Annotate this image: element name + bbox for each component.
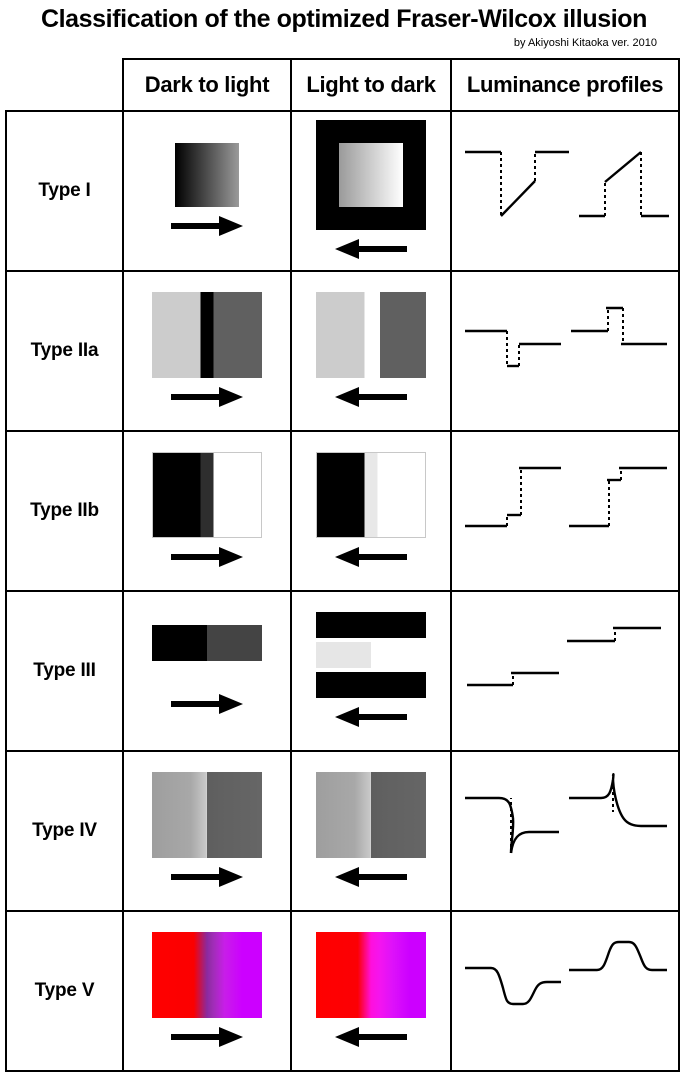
column-header-light-to-dark: Light to dark: [290, 58, 452, 112]
arrow-left-icon: [335, 1027, 407, 1047]
row-label-type-v: Type V: [5, 910, 124, 1072]
figure-lightgray-black-stripe-darkgray: [152, 292, 262, 378]
row-label-type-iv: Type IV: [5, 750, 124, 912]
cell-type-iv-profiles: [450, 750, 680, 912]
cell-type-i-profiles: [450, 110, 680, 272]
luminance-profile-type-i: [465, 150, 669, 218]
classification-table: Dark to light Light to dark Luminance pr…: [5, 58, 680, 1072]
figure-bottom-black-bar: [316, 672, 426, 698]
arrow-right-icon: [171, 216, 243, 236]
row-label-type-i: Type I: [5, 110, 124, 272]
title-block: Classification of the optimized Fraser-W…: [0, 0, 688, 49]
cell-type-iii-profiles: [450, 590, 680, 752]
byline: by Akiyoshi Kitaoka ver. 2010: [513, 37, 657, 49]
arrow-left-icon: [335, 547, 407, 567]
table-header-row: Dark to light Light to dark Luminance pr…: [6, 58, 680, 112]
table-row-type-iia: Type IIa: [5, 270, 680, 432]
table-row-type-iib: Type IIb: [5, 430, 680, 592]
cell-type-iii-light-to-dark: [290, 590, 452, 752]
arrow-right-icon: [171, 1027, 243, 1047]
figure-red-to-magenta-dark-transition: [152, 932, 262, 1018]
table-row-type-iii: Type III: [5, 590, 680, 752]
cell-type-v-light-to-dark: [290, 910, 452, 1072]
cell-type-iib-light-to-dark: [290, 430, 452, 592]
figure-black-darkgray-stripe-white: [152, 452, 262, 538]
cell-type-iib-dark-to-light: [122, 430, 292, 592]
figure-square-gradient-black-to-gray: [175, 143, 239, 207]
page-title: Classification of the optimized Fraser-W…: [40, 5, 648, 33]
row-label-type-iib: Type IIb: [5, 430, 124, 592]
luminance-profile-type-v: [465, 940, 667, 1006]
cell-type-iv-light-to-dark: [290, 750, 452, 912]
header-corner-blank: [6, 59, 123, 111]
cell-type-v-dark-to-light: [122, 910, 292, 1072]
cell-type-iib-profiles: [450, 430, 680, 592]
figure-gray-ramp-sharp-edge-dark: [316, 772, 426, 858]
cell-type-v-profiles: [450, 910, 680, 1072]
arrow-left-icon: [335, 239, 407, 259]
luminance-profile-type-iia: [465, 306, 667, 368]
arrow-right-icon: [171, 387, 243, 407]
cell-type-iia-light-to-dark: [290, 270, 452, 432]
figure-middle-white-row: [316, 642, 426, 668]
cell-type-i-light-to-dark: [290, 110, 452, 272]
figure-red-to-magenta-bright-transition: [316, 932, 426, 1018]
cell-type-iv-dark-to-light: [122, 750, 292, 912]
figure-lightgray-white-gap-darkgray: [316, 292, 426, 378]
figure-three-stacked-bars: [316, 612, 426, 698]
figure-lightgray-halfbar: [316, 642, 371, 668]
cell-type-i-dark-to-light: [122, 110, 292, 272]
arrow-left-icon: [335, 387, 407, 407]
arrow-left-icon: [335, 707, 407, 727]
column-header-luminance-profiles: Luminance profiles: [450, 58, 680, 112]
figure-gray-ramp-sharp-edge-dark: [152, 772, 262, 858]
table-row-type-i: Type I: [5, 110, 680, 272]
arrow-right-icon: [171, 694, 243, 714]
arrow-right-icon: [171, 547, 243, 567]
row-label-type-iia: Type IIa: [5, 270, 124, 432]
cell-type-iia-dark-to-light: [122, 270, 292, 432]
cell-type-iia-profiles: [450, 270, 680, 432]
luminance-profile-type-iii: [467, 626, 661, 687]
table-row-type-v: Type V: [5, 910, 680, 1072]
arrow-left-icon: [335, 867, 407, 887]
column-header-dark-to-light: Dark to light: [122, 58, 292, 112]
figure-top-black-bar: [316, 612, 426, 638]
row-label-type-iii: Type III: [5, 590, 124, 752]
figure-inner-gradient-gray-to-white: [339, 143, 403, 207]
luminance-profile-type-iib: [465, 466, 667, 528]
cell-type-iii-dark-to-light: [122, 590, 292, 752]
figure-wide-bar-black-to-darkgray: [152, 625, 262, 661]
classification-table-container: Dark to light Light to dark Luminance pr…: [5, 58, 680, 1072]
table-row-type-iv: Type IV: [5, 750, 680, 912]
figure-black-lightgray-stripe-white: [316, 452, 426, 538]
figure-black-frame-square: [316, 120, 426, 230]
arrow-right-icon: [171, 867, 243, 887]
luminance-profile-type-iv: [465, 773, 667, 854]
